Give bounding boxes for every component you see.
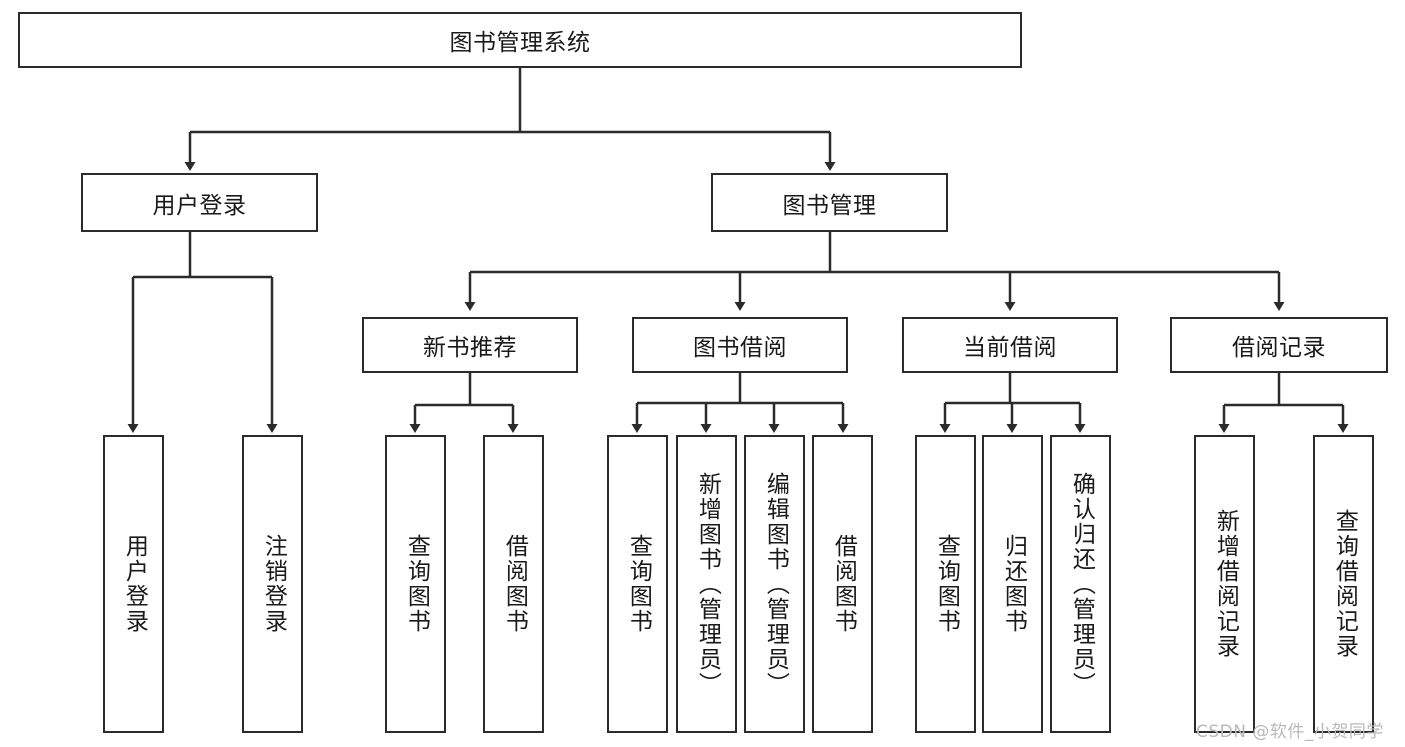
node-current-borrow[interactable]: 当前借阅 <box>902 317 1118 373</box>
node-root[interactable]: 图书管理系统 <box>18 12 1022 68</box>
node-new-book-rec[interactable]: 新书推荐 <box>362 317 578 373</box>
node-leaf-query-book-borrow-label: 查询图书 <box>625 534 652 634</box>
node-leaf-query-book-rec-label: 查询图书 <box>403 534 430 634</box>
csdn-watermark: CSDN @软件_小贺同学 <box>1196 722 1384 742</box>
node-book-manage[interactable]: 图书管理 <box>711 173 948 232</box>
node-leaf-query-book-rec[interactable]: 查询图书 <box>385 435 446 733</box>
node-leaf-query-book-current[interactable]: 查询图书 <box>915 435 976 733</box>
node-leaf-borrow-book-rec[interactable]: 借阅图书 <box>483 435 544 733</box>
node-leaf-user-logout[interactable]: 注销登录 <box>242 435 303 733</box>
node-leaf-add-book[interactable]: 新增图书（管理员） <box>676 435 737 733</box>
node-leaf-user-login[interactable]: 用户登录 <box>103 435 164 733</box>
node-leaf-query-book-borrow[interactable]: 查询图书 <box>607 435 668 733</box>
node-borrow-record[interactable]: 借阅记录 <box>1170 317 1388 373</box>
node-leaf-user-logout-label: 注销登录 <box>260 534 287 634</box>
node-root-label: 图书管理系统 <box>449 30 591 56</box>
node-leaf-query-record-label: 查询借阅记录 <box>1331 509 1358 659</box>
node-current-borrow-label: 当前借阅 <box>963 335 1057 361</box>
node-leaf-borrow-book-label: 借阅图书 <box>830 534 857 634</box>
node-leaf-edit-book[interactable]: 编辑图书（管理员） <box>744 435 805 733</box>
node-leaf-return-book[interactable]: 归还图书 <box>982 435 1043 733</box>
node-leaf-return-book-label: 归还图书 <box>1000 534 1027 634</box>
node-leaf-confirm-return[interactable]: 确认归还（管理员） <box>1050 435 1111 733</box>
node-leaf-add-book-label: 新增图书（管理员） <box>694 471 721 697</box>
node-book-manage-label: 图书管理 <box>782 192 877 219</box>
node-leaf-borrow-book[interactable]: 借阅图书 <box>812 435 873 733</box>
node-leaf-add-record-label: 新增借阅记录 <box>1212 509 1239 659</box>
node-new-book-rec-label: 新书推荐 <box>423 335 517 361</box>
node-borrow-record-label: 借阅记录 <box>1232 335 1326 361</box>
node-leaf-confirm-return-label: 确认归还（管理员） <box>1068 471 1095 697</box>
node-user-login-label: 用户登录 <box>152 192 247 219</box>
node-leaf-add-record[interactable]: 新增借阅记录 <box>1194 435 1255 733</box>
node-leaf-query-record[interactable]: 查询借阅记录 <box>1313 435 1374 733</box>
node-book-borrow-label: 图书借阅 <box>693 335 787 361</box>
node-user-login[interactable]: 用户登录 <box>81 173 318 232</box>
node-leaf-edit-book-label: 编辑图书（管理员） <box>762 471 789 697</box>
node-leaf-borrow-book-rec-label: 借阅图书 <box>501 534 528 634</box>
node-leaf-query-book-current-label: 查询图书 <box>933 534 960 634</box>
node-book-borrow[interactable]: 图书借阅 <box>632 317 848 373</box>
node-leaf-user-login-label: 用户登录 <box>121 534 148 634</box>
